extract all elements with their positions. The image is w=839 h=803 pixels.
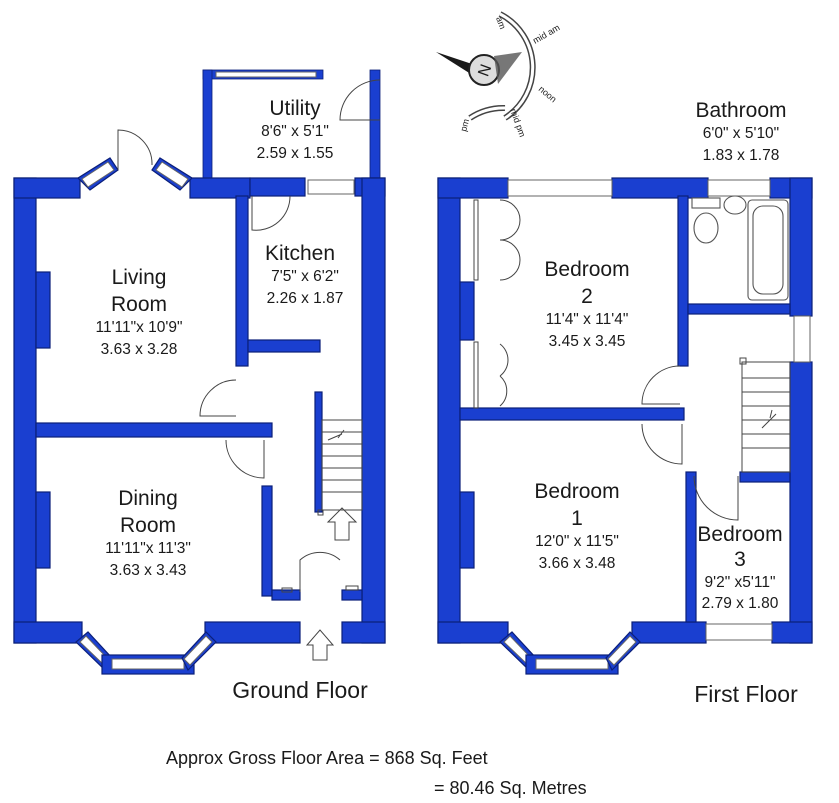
- bedroom1-name-line2: 1: [571, 507, 583, 530]
- bedroom1-dim-metric: 3.66 x 3.48: [539, 555, 616, 572]
- utility-name: Utility: [269, 97, 321, 120]
- living-dim-metric: 3.63 x 3.28: [101, 341, 178, 358]
- bathroom-window: [707, 179, 771, 197]
- bathroom-dim-metric: 1.83 x 1.78: [703, 147, 780, 164]
- bedroom1-name-line1: Bedroom: [534, 480, 619, 503]
- first-floor: [437, 177, 813, 675]
- compass-label-mid-am: mid am: [531, 22, 562, 45]
- first-doors: [499, 199, 739, 521]
- bedroom3-window: [705, 623, 773, 641]
- compass-label-pm: pm: [458, 118, 471, 133]
- compass-label-noon: noon: [537, 84, 559, 105]
- bedroom2-name-line1: Bedroom: [544, 258, 629, 281]
- first-stairs: [739, 357, 791, 473]
- bedroom3-name-line1: Bedroom: [697, 523, 782, 546]
- dining-dim-imperial: 11'11"x 11'3": [105, 540, 191, 557]
- ground-doors: [199, 79, 381, 592]
- bathroom-name: Bathroom: [695, 99, 786, 122]
- compass-label-am: am: [494, 15, 508, 30]
- kitchen-window: [307, 179, 355, 195]
- first-floor-title: First Floor: [694, 681, 798, 707]
- compass-label-mid-pm: mid pm: [508, 107, 527, 138]
- utility-walls: [202, 69, 381, 181]
- bedroom3-name-line2: 3: [734, 548, 746, 571]
- kitchen-dim-metric: 2.26 x 1.87: [267, 290, 344, 307]
- compass: N am mid am noon mid pm pm: [436, 11, 562, 138]
- ground-floor-title: Ground Floor: [232, 677, 368, 703]
- living-name-line1: Living: [112, 266, 167, 289]
- compass-north-letter: N: [475, 62, 495, 79]
- ground-internal-walls: [35, 195, 363, 601]
- bedroom2-dim-metric: 3.45 x 3.45: [549, 333, 626, 350]
- entrance-arrow-icon: [305, 629, 335, 661]
- bathroom-fixtures: [691, 195, 789, 301]
- ground-stairs: [317, 419, 363, 541]
- up-arrow-icon: [326, 507, 358, 541]
- bedroom2-name-line2: 2: [581, 285, 593, 308]
- living-name-line2: Room: [111, 293, 167, 316]
- kitchen-dim-imperial: 7'5" x 6'2": [271, 268, 339, 285]
- living-dim-imperial: 11'11"x 10'9": [95, 319, 182, 336]
- dining-name-line2: Room: [120, 514, 176, 537]
- living-bay-window: [77, 129, 193, 191]
- bedroom2-window: [507, 179, 613, 197]
- area-line2: = 80.46 Sq. Metres: [434, 778, 587, 798]
- utility-dim-imperial: 8'6" x 5'1": [261, 123, 329, 140]
- landing-window: [793, 315, 811, 363]
- bedroom1-bay-window: [499, 631, 641, 675]
- toilet-icon: [693, 212, 719, 244]
- first-outer-walls: [437, 177, 813, 644]
- bedroom3-dim-imperial: 9'2" x5'11": [705, 574, 776, 591]
- area-line1: Approx Gross Floor Area = 868 Sq. Feet: [166, 748, 488, 768]
- first-internal-walls: [459, 195, 791, 623]
- utility-dim-metric: 2.59 x 1.55: [257, 145, 334, 162]
- kitchen-name: Kitchen: [265, 242, 335, 265]
- room-labels: Utility 8'6" x 5'1" 2.59 x 1.55 Kitchen …: [95, 97, 798, 798]
- dining-dim-metric: 3.63 x 3.43: [110, 562, 187, 579]
- dining-bay-window: [75, 631, 217, 675]
- basin-icon: [723, 195, 747, 215]
- bedroom1-dim-imperial: 12'0" x 11'5": [535, 533, 619, 550]
- bedroom2-dim-imperial: 11'4" x 11'4": [546, 311, 629, 328]
- ground-floor: [13, 69, 386, 675]
- compass-needle-icon: [436, 52, 478, 76]
- bedroom3-dim-metric: 2.79 x 1.80: [702, 595, 779, 612]
- ground-outer-walls: [13, 177, 386, 644]
- bathroom-dim-imperial: 6'0" x 5'10": [703, 125, 779, 142]
- dining-name-line1: Dining: [118, 487, 178, 510]
